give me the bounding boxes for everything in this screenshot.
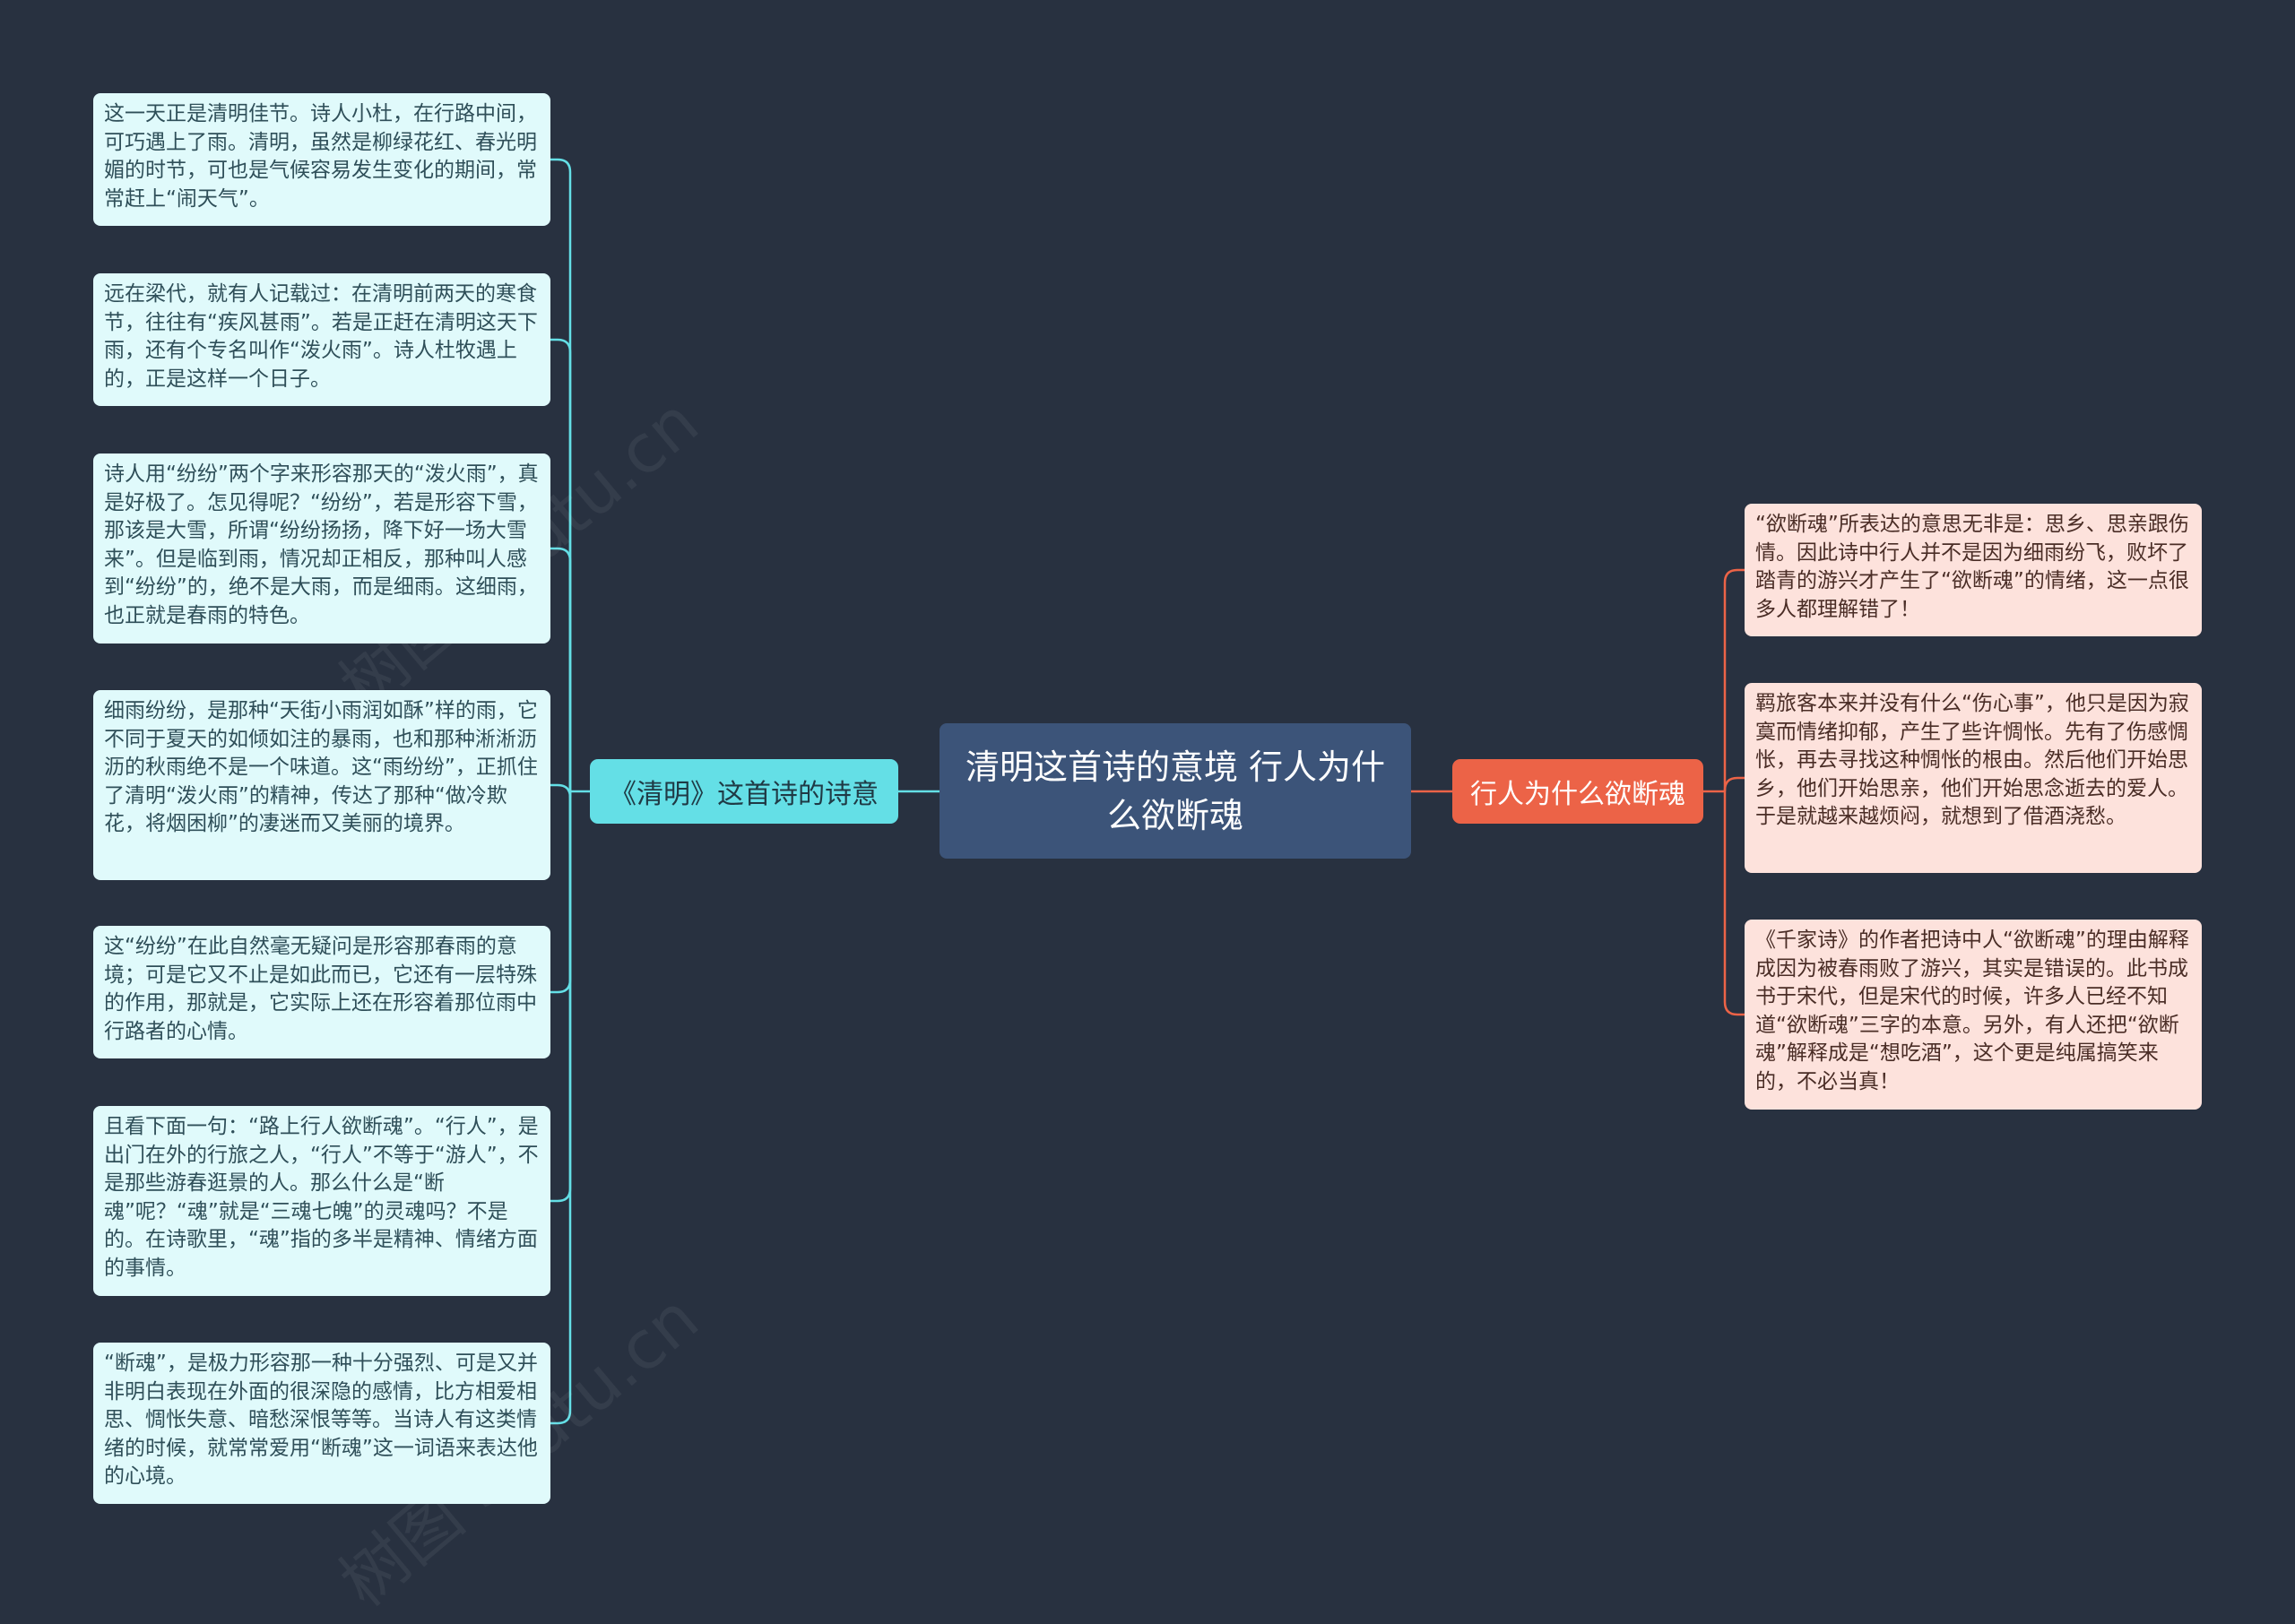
connector-left-leaf — [550, 783, 572, 799]
root-topic[interactable]: 清明这首诗的意境 行人为什么欲断魂 — [940, 723, 1411, 859]
branch-poem-meaning[interactable]: 《清明》这首诗的诗意 — [590, 759, 898, 824]
leaf-left-7[interactable]: “断魂”，是极力形容那一种十分强烈、可是又并非明白表现在外面的很深隐的感情，比方… — [93, 1343, 550, 1504]
connector-left-leaf — [550, 791, 572, 1425]
leaf-left-6[interactable]: 且看下面一句：“路上行人欲断魂”。“行人”，是出门在外的行旅之人，“行人”不等于… — [93, 1106, 550, 1296]
connector-left-leaf — [550, 791, 572, 1203]
root-topic-label: 清明这首诗的意境 行人为什么欲断魂 — [965, 747, 1386, 835]
leaf-left-5[interactable]: 这“纷纷”在此自然毫无疑问是形容那春雨的意境；可是它又不止是如此而已，它还有一层… — [93, 926, 550, 1058]
connector-left-leaf — [550, 547, 572, 791]
branch-label: 《清明》这首诗的诗意 — [610, 779, 879, 810]
connector-left-leaf — [550, 158, 572, 791]
connector-right-leaf — [1723, 776, 1745, 791]
connector-right-leaf — [1723, 568, 1745, 791]
leaf-right-1[interactable]: “欲断魂”所表达的意思无非是：思乡、思亲跟伤情。因此诗中行人并不是因为细雨纷飞，… — [1745, 504, 2202, 636]
leaf-left-2[interactable]: 远在梁代，就有人记载过：在清明前两天的寒食节，往往有“疾风甚雨”。若是正赶在清明… — [93, 273, 550, 406]
leaf-right-2[interactable]: 羁旅客本来并没有什么“伤心事”，他只是因为寂寞而情绪抑郁，产生了些许惆怅。先有了… — [1745, 683, 2202, 873]
leaf-right-3[interactable]: 《千家诗》的作者把诗中人“欲断魂”的理由解释成因为被春雨败了游兴，其实是错误的。… — [1745, 920, 2202, 1110]
connector-right-leaf — [1723, 791, 1745, 1016]
branch-why-heartbroken[interactable]: 行人为什么欲断魂 — [1452, 759, 1703, 824]
branch-label: 行人为什么欲断魂 — [1470, 779, 1685, 810]
connector-left-leaf — [550, 338, 572, 791]
connector-left-leaf — [550, 791, 572, 994]
leaf-left-1[interactable]: 这一天正是清明佳节。诗人小杜，在行路中间，可巧遇上了雨。清明，虽然是柳绿花红、春… — [93, 93, 550, 226]
leaf-left-3[interactable]: 诗人用“纷纷”两个字来形容那天的“泼火雨”，真是好极了。怎见得呢？“纷纷”，若是… — [93, 454, 550, 644]
leaf-left-4[interactable]: 细雨纷纷，是那种“天街小雨润如酥”样的雨，它不同于夏天的如倾如注的暴雨，也和那种… — [93, 690, 550, 880]
